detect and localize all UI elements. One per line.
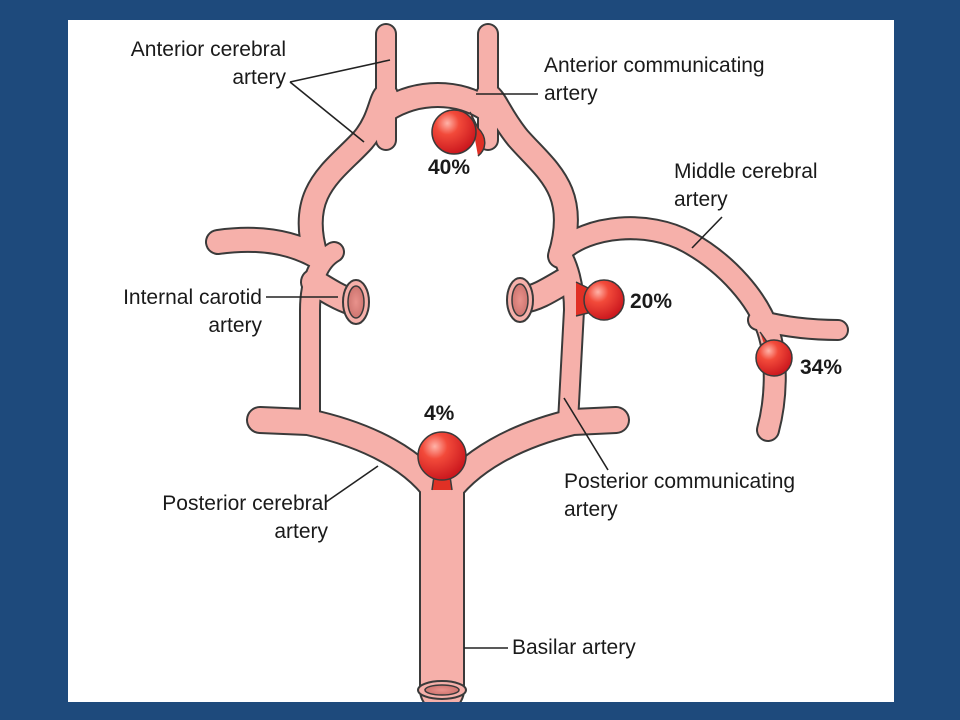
label-internal-carotid-artery: Internal carotid artery (123, 286, 262, 337)
leader-lines (266, 59, 723, 649)
aneurysm-basilar-tip (417, 431, 467, 491)
right-carotid-lumen (511, 283, 529, 317)
label-anterior-cerebral-artery: Anterior cerebral artery (130, 38, 286, 89)
diagram-panel: Anterior cerebral artery Anterior commun… (68, 20, 894, 702)
aneurysm-ica-pcom (575, 279, 625, 321)
label-posterior-communicating-artery: Posterior communicating artery (564, 470, 796, 521)
percent-ica-pcom-aneurysm: 20% (630, 290, 673, 313)
label-middle-cerebral-artery: Middle cerebral artery (674, 160, 818, 211)
label-posterior-cerebral-artery: Posterior cerebral artery (162, 492, 328, 543)
aneurysm-acom (431, 109, 486, 157)
circle-of-willis-diagram (205, 23, 849, 702)
aneurysm-mca (755, 331, 793, 377)
artery-network (205, 23, 849, 702)
left-carotid-lumen (347, 285, 365, 319)
percent-acom-aneurysm: 40% (428, 156, 471, 179)
middle-cerebral-artery (548, 216, 787, 442)
percent-mca-aneurysm: 34% (800, 356, 843, 379)
basilar-lumen (424, 684, 460, 696)
percent-basilar-aneurysm: 4% (424, 402, 455, 425)
label-anterior-communicating-artery: Anterior communicating artery (544, 54, 765, 105)
label-basilar-artery: Basilar artery (512, 636, 636, 659)
